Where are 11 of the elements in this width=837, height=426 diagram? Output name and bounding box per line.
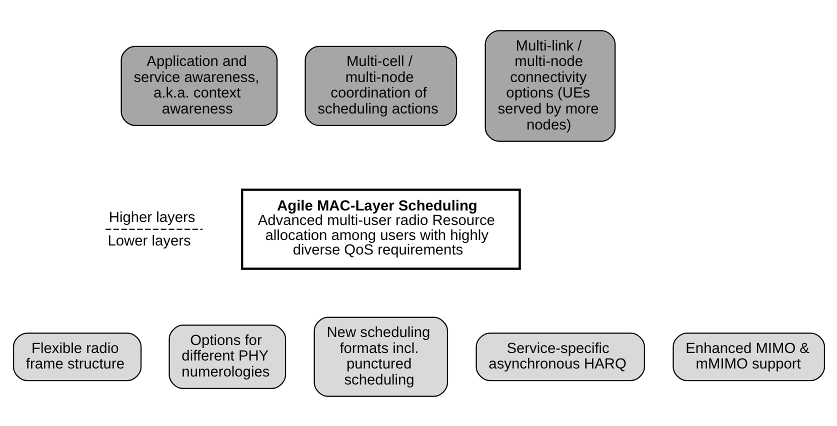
node-box: Multi-cell / multi-node coordination of scheduling actions: [304, 45, 457, 126]
node-box: Options for different PHY numerologies: [168, 324, 286, 389]
node-box: Service-specific asynchronous HARQ: [475, 332, 645, 381]
node-box: Agile MAC-Layer Scheduling Advanced multi-user radio Resource allocation among users with highly diverse QoS requirements: [240, 188, 520, 270]
node-box: Enhanced MIMO & mMIMO support: [672, 332, 825, 381]
node-box: New scheduling formats incl. punctured scheduling: [313, 316, 448, 396]
node-box: Flexible radio frame structure: [12, 332, 142, 381]
node-box: Application and service awareness, a.k.a. context awareness: [120, 45, 278, 126]
label: Lower layers: [107, 233, 190, 250]
node-box: Multi-link / multi-node connectivity options (UEs served by more nodes): [484, 30, 616, 142]
label: Higher layers: [108, 209, 195, 226]
